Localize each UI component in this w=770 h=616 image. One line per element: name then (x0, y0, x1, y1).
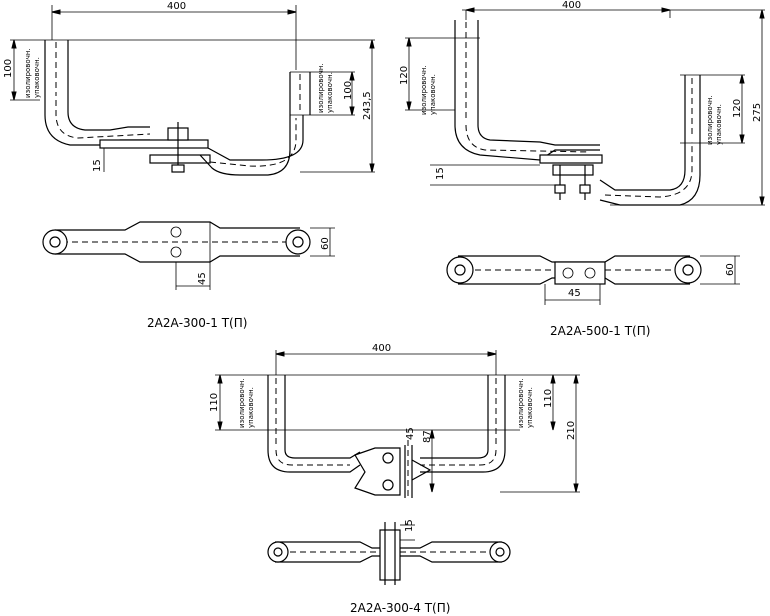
v1-dim-hole: 45 (197, 272, 208, 285)
v1-plan-view: 60 45 (42, 221, 335, 290)
v3-label-right-2: упаковочн. (526, 387, 534, 428)
v1-dim-total: 243,5 (362, 91, 373, 120)
view-2a2a-300-4: 400 110 изолировочн. упаковочн. изолиров… (209, 343, 580, 615)
v3-caption: 2А2А-300-4 Т(П) (350, 601, 450, 615)
v2-dim-total: 275 (752, 103, 763, 122)
v2-label-right-2: упаковочн. (715, 104, 723, 145)
v1-label-right-1: изолировочн. (317, 63, 325, 113)
view-2a2a-500-1: 400 120 изолировочн. упаковочн. изолиров… (399, 0, 765, 338)
v2-label-right-1: изолировочн. (706, 95, 714, 145)
v2-caption: 2А2А-500-1 Т(П) (550, 324, 650, 338)
v3-dim-offset: 45 (405, 427, 416, 440)
v1-dim-width: 60 (320, 237, 331, 250)
v3-side-view: 400 110 изолировочн. упаковочн. изолиров… (209, 343, 580, 500)
v3-plan-view: 15 (267, 519, 511, 585)
view-2a2a-300-1: 400 100 изолировочн. упаковочн. изолиров… (3, 1, 375, 330)
v1-dim-length: 400 (167, 1, 186, 12)
v2-label-left-1: изолировочн. (420, 65, 428, 115)
v3-dim-mid: 87 (422, 430, 433, 443)
v3-label-left-1: изолировочн. (238, 378, 246, 428)
v2-dim-right-height: 120 (732, 99, 743, 118)
v1-label-right-2: упаковочн. (326, 72, 334, 113)
v1-label-left-1: изолировочн. (24, 48, 32, 98)
v1-caption: 2А2А-300-1 Т(П) (147, 316, 247, 330)
v2-dim-width: 60 (725, 263, 736, 276)
v2-dim-left-height: 120 (399, 66, 410, 85)
v1-dim-right-height: 100 (343, 81, 354, 100)
v1-dim-left-height: 100 (3, 59, 14, 78)
v1-side-view: 400 100 изолировочн. упаковочн. изолиров… (3, 1, 375, 176)
v1-dim-offset: 15 (92, 159, 103, 172)
v3-dim-small: 15 (404, 519, 415, 532)
v2-plan-view: 60 45 (446, 255, 740, 305)
v3-dim-total: 210 (566, 421, 577, 440)
v3-label-right-1: изолировочн. (517, 378, 525, 428)
v2-label-left-2: упаковочн. (429, 74, 437, 115)
v3-dim-length: 400 (372, 343, 391, 354)
v1-label-left-2: упаковочн. (33, 57, 41, 98)
v2-side-view: 400 120 изолировочн. упаковочн. изолиров… (399, 0, 765, 206)
v3-dim-right-height: 110 (543, 389, 554, 408)
v3-label-left-2: упаковочн. (247, 387, 255, 428)
v3-dim-left-height: 110 (209, 393, 220, 412)
v2-dim-hole: 45 (568, 288, 581, 299)
v2-dim-length: 400 (562, 0, 581, 11)
v2-dim-offset: 15 (435, 167, 446, 180)
